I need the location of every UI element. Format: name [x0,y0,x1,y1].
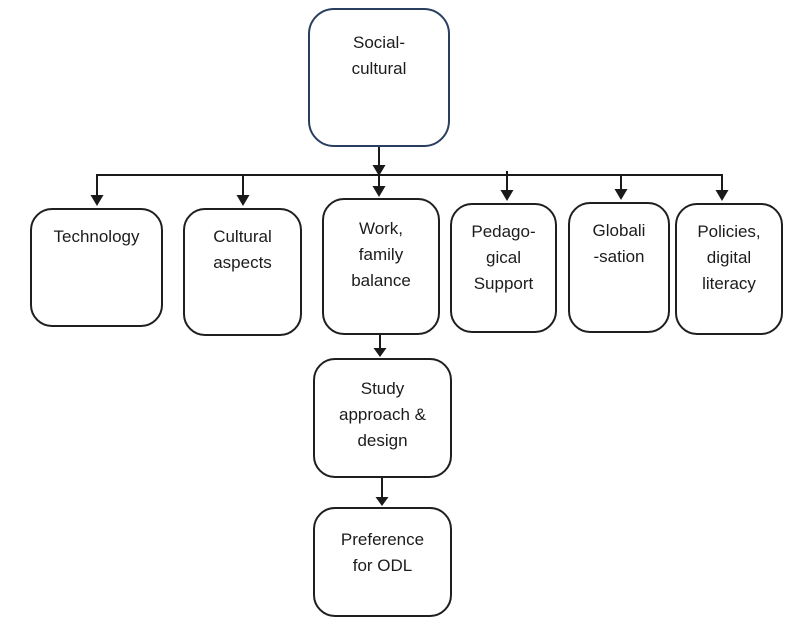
node-pedagogical-support: Pedago- gical Support [450,203,557,333]
node-work-family-balance: Work, family balance [322,198,440,335]
label-line: Study [360,379,405,398]
label-line: digital [706,248,752,267]
arrowhead-to-policies [715,190,729,201]
arrowhead-root-to-branch [372,165,386,176]
node-work-family-balance-label: Work, family balance [324,200,438,294]
arrowhead-to-globalisation [614,189,628,200]
node-policies-digital-literacy-label: Policies, digital literacy [677,205,781,297]
label-line: aspects [213,253,272,272]
label-line: design [357,431,408,450]
label-line: family [358,245,404,264]
node-technology: Technology [30,208,163,327]
label-line: cultural [351,59,407,78]
label-line: Preference [340,530,425,549]
label-line: -sation [593,247,645,266]
label-line: for ODL [352,556,413,575]
node-pedagogical-support-label: Pedago- gical Support [452,205,555,297]
node-preference-for-odl-label: Preference for ODL [315,509,450,579]
label-line: approach & [339,405,426,424]
label-line: gical [486,248,521,267]
node-globalisation: Globali -sation [568,202,670,333]
arrowhead-to-pedagogical-support [500,190,514,201]
node-cultural-aspects-label: Cultural aspects [185,210,300,276]
node-technology-label: Technology [32,210,161,250]
label-line: Work, [358,219,404,238]
label-line: literacy [702,274,756,293]
node-social-cultural: Social- cultural [308,8,450,147]
node-policies-digital-literacy: Policies, digital literacy [675,203,783,335]
arrowhead-work-to-study [373,348,387,357]
node-cultural-aspects: Cultural aspects [183,208,302,336]
node-globalisation-label: Globali -sation [570,204,668,270]
label-line: Pedago- [471,222,536,241]
node-preference-for-odl: Preference for ODL [313,507,452,617]
arrowhead-to-work-family-balance [372,186,386,197]
label-line: Technology [53,227,140,246]
node-study-approach-design: Study approach & design [313,358,452,478]
label-line: Social- [353,33,405,52]
arrowhead-to-technology [90,195,104,206]
label-line: Policies, [697,222,761,241]
arrowhead-study-to-preference [375,497,389,506]
label-line: Support [473,274,534,293]
node-study-approach-design-label: Study approach & design [315,360,450,454]
label-line: balance [351,271,411,290]
label-line: Globali [592,221,646,240]
node-social-cultural-label: Social- cultural [310,10,448,82]
arrowhead-to-cultural-aspects [236,195,250,206]
label-line: Cultural [213,227,272,246]
